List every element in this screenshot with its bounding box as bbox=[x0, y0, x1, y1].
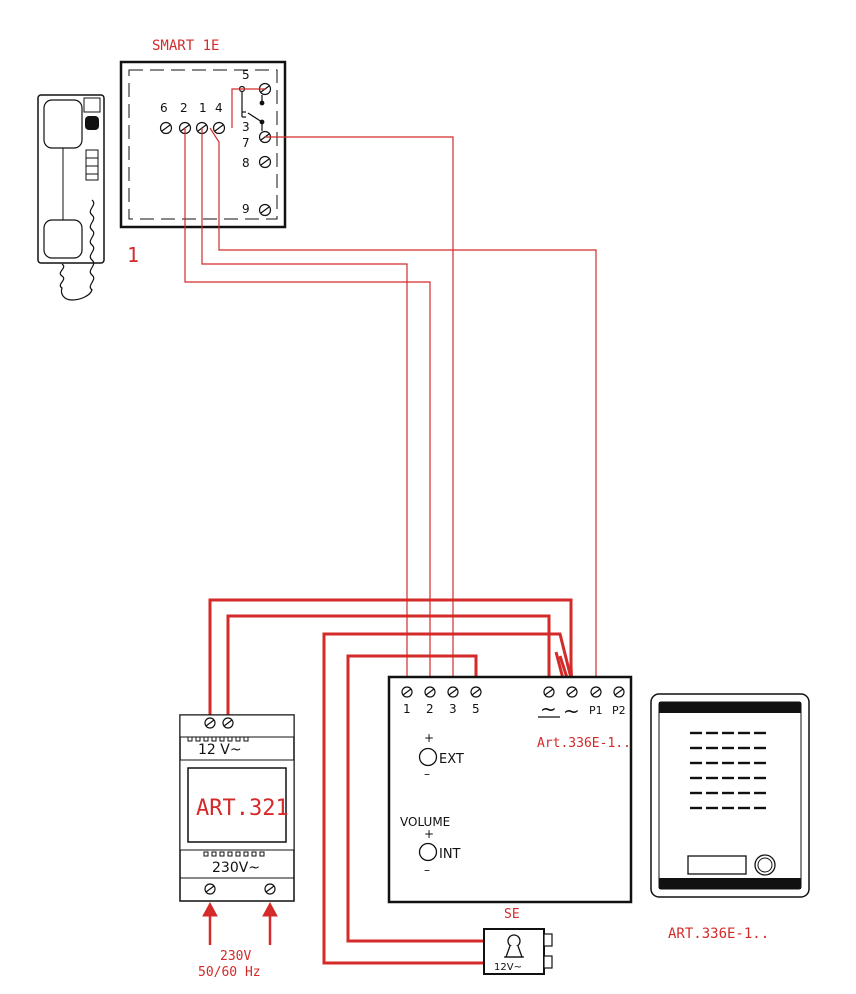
psu-output-label: 12 V~ bbox=[198, 742, 242, 758]
volume-label: VOLUME bbox=[400, 815, 450, 829]
mains-label-line2: 50/60 Hz bbox=[198, 965, 261, 980]
terminal-label-8: 8 bbox=[242, 156, 250, 170]
power-supply: 12 V~ ART.321 230V~ 230V 50/60 Hz bbox=[179, 714, 295, 980]
mains-label-line1: 230V bbox=[220, 949, 251, 964]
terminal-label-3: 3 bbox=[242, 120, 250, 134]
speaker-grille-icon bbox=[690, 731, 766, 810]
psu-input-label: 230V~ bbox=[212, 860, 260, 876]
amplifier-unit: 1 2 3 5 ~ ~ P1 P2 Art.336E-1.. + EXT – V… bbox=[387, 675, 633, 904]
terminal-label-4: 4 bbox=[215, 101, 223, 115]
indoor-unit-number: 1 bbox=[127, 243, 139, 267]
amp-terminal-ac1: ~ bbox=[540, 697, 557, 721]
amp-terminal-ac2: ~ bbox=[563, 699, 580, 723]
int-volume-knob bbox=[418, 842, 438, 862]
ext-plus: + bbox=[424, 731, 434, 745]
ext-minus: – bbox=[424, 767, 430, 781]
door-release-switch-icon bbox=[238, 85, 265, 131]
name-plate bbox=[687, 855, 747, 875]
terminal-label-7: 7 bbox=[242, 136, 250, 150]
outdoor-panel: ART.336E-1.. bbox=[650, 693, 810, 942]
terminal-label-2: 2 bbox=[180, 101, 188, 115]
int-label: INT bbox=[439, 847, 461, 862]
terminal-label-1: 1 bbox=[199, 101, 207, 115]
indoor-model-label: SMART 1E bbox=[152, 38, 219, 54]
amp-terminal-p2: P2 bbox=[612, 704, 626, 717]
thin-wires bbox=[184, 88, 597, 690]
amp-terminal-5: 5 bbox=[472, 702, 480, 716]
handset-icon bbox=[37, 94, 105, 301]
mains-arrows-icon bbox=[202, 901, 278, 945]
int-plus: + bbox=[424, 827, 434, 841]
terminal-label-6: 6 bbox=[160, 101, 168, 115]
terminal-label-9: 9 bbox=[242, 202, 250, 216]
thick-wires bbox=[208, 598, 576, 965]
indoor-unit: SMART 1E 1 6 2 1 4 5 3 7 8 9 bbox=[119, 38, 287, 267]
amp-model-label: Art.336E-1.. bbox=[537, 736, 631, 751]
door-lock: SE 12V~ bbox=[483, 907, 553, 975]
screw-terminals bbox=[159, 82, 272, 217]
amp-terminal-p1: P1 bbox=[589, 704, 603, 717]
ext-volume-knob bbox=[418, 747, 438, 767]
lock-label: SE bbox=[504, 907, 520, 922]
amp-terminal-2: 2 bbox=[426, 702, 434, 716]
terminal-label-5: 5 bbox=[242, 68, 250, 82]
amp-terminal-3: 3 bbox=[449, 702, 457, 716]
ext-label: EXT bbox=[439, 752, 464, 767]
psu-model-label: ART.321 bbox=[196, 796, 289, 821]
int-minus: – bbox=[424, 863, 430, 877]
lock-voltage-label: 12V~ bbox=[494, 962, 522, 973]
keyhole-icon bbox=[504, 934, 524, 958]
panel-model-label: ART.336E-1.. bbox=[668, 926, 769, 942]
amp-terminal-1: 1 bbox=[403, 702, 411, 716]
